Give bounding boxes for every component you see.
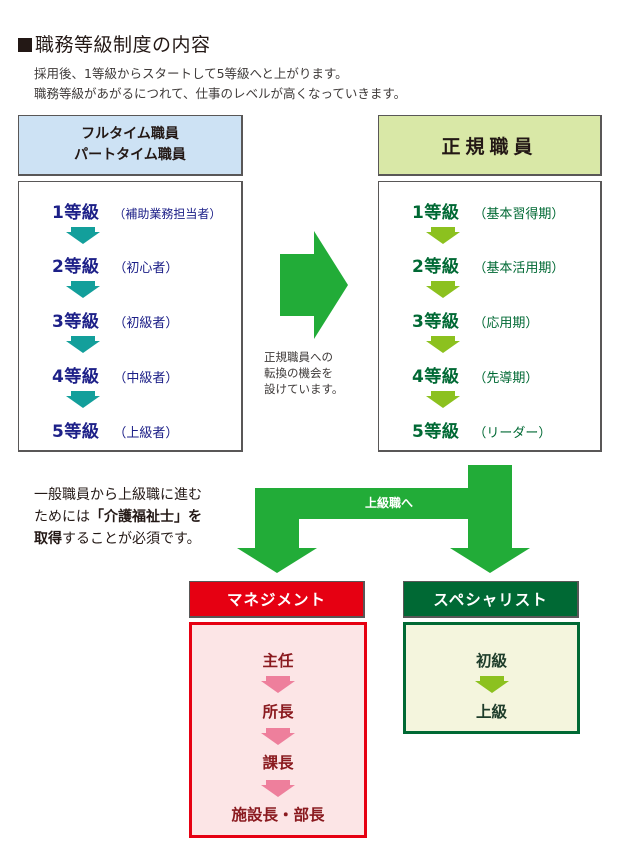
- parttime-header-line-2: パートタイム職員: [74, 147, 186, 163]
- requirement-line-2: ためには「介護福祉士」を: [34, 506, 202, 528]
- down-arrow-icon: [474, 676, 509, 693]
- down-arrow-icon: [66, 281, 100, 298]
- parttime-level: 2等級 （初心者）: [52, 252, 178, 277]
- down-arrow-icon: [261, 676, 295, 693]
- grade-label: 2等級: [412, 257, 460, 277]
- down-arrow-icon: [426, 391, 460, 408]
- management-position: 所長: [262, 703, 294, 721]
- grade-description: （先導期）: [473, 371, 539, 386]
- regular-level: 2等級 （基本活用期）: [412, 252, 564, 277]
- down-arrow-icon: [66, 391, 100, 408]
- grade-label: 5等級: [412, 422, 460, 442]
- junction-label: 上級職へ: [364, 496, 413, 510]
- down-arrow-icon: [426, 336, 460, 353]
- regular-level: 1等級 （基本習得期）: [412, 198, 564, 223]
- requirement-note: 一般職員から上級職に進む ためには「介護福祉士」を 取得することが必須です。: [34, 484, 202, 550]
- down-arrow-icon: [261, 780, 295, 797]
- grade-description: （初心者）: [113, 261, 179, 276]
- parttime-level: 5等級 （上級者）: [52, 417, 178, 442]
- down-arrow-icon: [261, 728, 295, 745]
- grade-label: 4等級: [412, 367, 460, 387]
- intro-line-2: 職務等級があがるにつれて、仕事のレベルが高くなっていきます。: [34, 86, 407, 101]
- transition-note-line-1: 正規職員への: [264, 350, 333, 364]
- specialist-header-text: スペシャリスト: [433, 591, 548, 609]
- parttime-header: フルタイム職員 パートタイム職員: [18, 115, 243, 176]
- grade-description: （中級者）: [113, 371, 179, 386]
- requirement-line-3-text: することが必須です。: [62, 531, 201, 547]
- management-position: 主任: [262, 652, 294, 670]
- intro-line-1: 採用後、1等級からスタートして5等級へと上がります。: [34, 66, 348, 81]
- requirement-line-2-text: ためには: [34, 509, 90, 525]
- requirement-line-3: 取得することが必須です。: [34, 528, 202, 550]
- down-arrow-icon: [426, 227, 460, 244]
- regular-level: 4等級 （先導期）: [412, 362, 538, 387]
- down-arrow-icon: [66, 227, 100, 244]
- specialist-header: スペシャリスト: [403, 581, 579, 618]
- grade-description: （基本活用期）: [473, 261, 565, 276]
- square-bullet-icon: [18, 38, 32, 52]
- parttime-level: 3等級 （初級者）: [52, 307, 178, 332]
- down-arrow-icon: [426, 281, 460, 298]
- grade-label: 1等級: [412, 203, 460, 223]
- specialist-position: 初級: [475, 652, 507, 670]
- management-position: 施設長・部長: [231, 806, 325, 824]
- split-arrow-icon: [237, 465, 530, 573]
- grade-label: 3等級: [52, 312, 100, 332]
- parttime-header-line-1: フルタイム職員: [81, 126, 179, 142]
- management-position: 課長: [262, 754, 294, 772]
- parttime-level: 4等級 （中級者）: [52, 362, 178, 387]
- requirement-line-3-bold: 取得: [34, 531, 62, 547]
- grade-label: 3等級: [412, 312, 460, 332]
- parttime-levels-box: 1等級（補助業務担当者） 2等級（初心者） 3等級（初級者） 4等級（中級者） …: [18, 181, 243, 452]
- management-box: 主任 所長 課長 施設長・部長: [189, 622, 367, 838]
- grade-label: 2等級: [52, 257, 100, 277]
- grade-description: （補助業務担当者）: [113, 207, 222, 221]
- regular-levels-box: 1等級（基本習得期） 2等級（基本活用期） 3等級（応用期） 4等級（先導期） …: [378, 181, 602, 452]
- transition-note-line-2: 転換の機会を: [264, 366, 333, 380]
- specialist-box: 初級 上級: [403, 622, 580, 734]
- regular-header: 正規職員: [378, 115, 602, 176]
- grade-label: 5等級: [52, 422, 100, 442]
- transition-note-line-3: 設けています。: [264, 382, 344, 396]
- grade-description: （応用期）: [473, 316, 539, 331]
- parttime-level: 1等級 （補助業務担当者）: [52, 198, 221, 223]
- grade-description: （初級者）: [113, 316, 179, 331]
- grade-label: 4等級: [52, 367, 100, 387]
- arrow-right-icon: [280, 231, 348, 339]
- grade-description: （リーダー）: [473, 426, 552, 441]
- regular-level: 3等級 （応用期）: [412, 307, 538, 332]
- page-title-text: 職務等級制度の内容: [35, 34, 211, 56]
- page-title: 職務等級制度の内容: [18, 30, 211, 57]
- specialist-position: 上級: [475, 703, 507, 721]
- management-header: マネジメント: [189, 581, 365, 618]
- management-header-text: マネジメント: [226, 591, 326, 609]
- intro-text: 採用後、1等級からスタートして5等級へと上がります。 職務等級があがるにつれて、…: [34, 64, 406, 104]
- regular-header-text: 正規職員: [441, 135, 538, 158]
- requirement-line-1: 一般職員から上級職に進む: [34, 487, 202, 503]
- down-arrow-icon: [66, 336, 100, 353]
- regular-level: 5等級 （リーダー）: [412, 417, 551, 442]
- grade-label: 1等級: [52, 203, 100, 223]
- grade-description: （上級者）: [113, 426, 179, 441]
- transition-note: 正規職員への 転換の機会を 設けています。: [264, 349, 343, 397]
- qualification-name: 「介護福祉士」を: [90, 509, 202, 525]
- grade-description: （基本習得期）: [473, 207, 565, 222]
